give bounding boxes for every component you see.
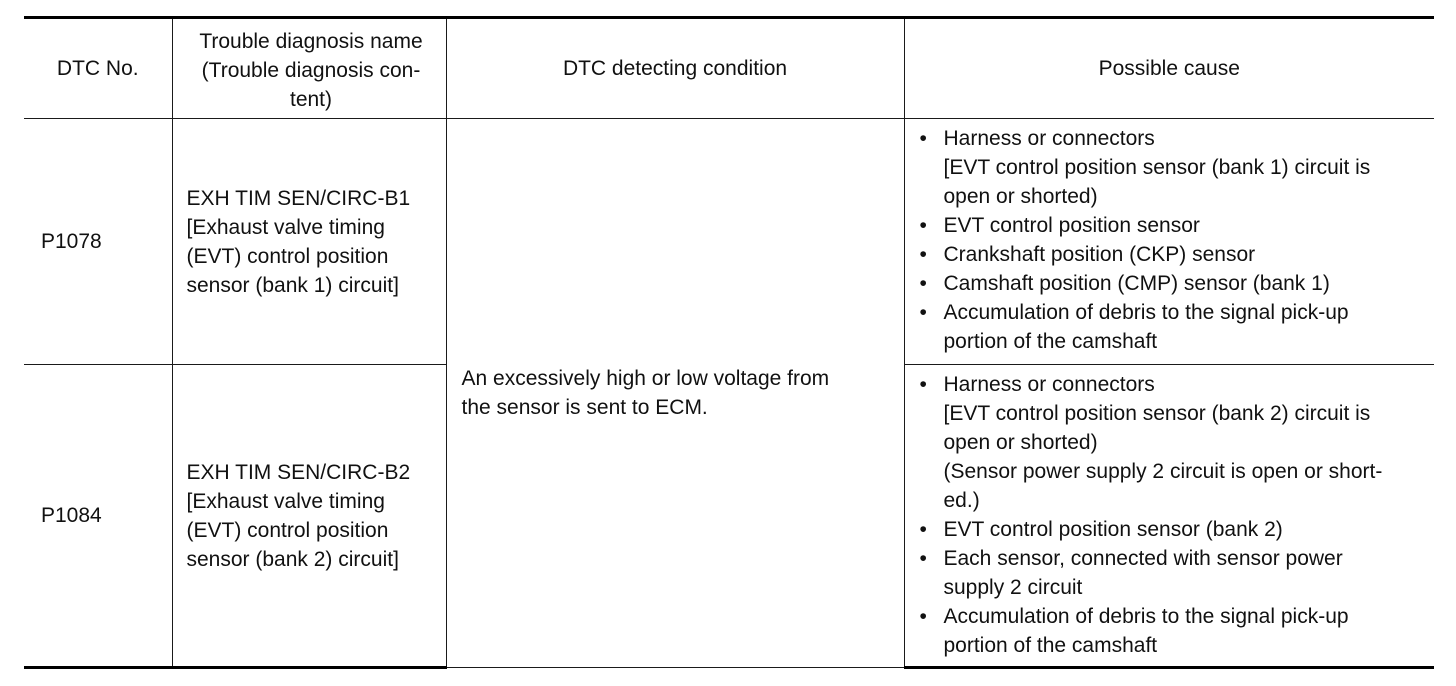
cause-line: Harness or connectors xyxy=(943,373,1155,396)
dtc-code: P1084 xyxy=(24,364,173,669)
cause-line: supply 2 circuit xyxy=(943,576,1083,599)
detecting-condition: An excessively high or low voltage from … xyxy=(445,118,905,668)
header-dtc-no: DTC No. xyxy=(24,16,173,119)
name-line: EXH TIM SEN/CIRC-B2 xyxy=(186,460,411,484)
trouble-diagnosis-name: EXH TIM SEN/CIRC-B2 [Exhaust valve timin… xyxy=(171,364,447,669)
cause-line: open or shorted) xyxy=(943,185,1098,208)
name-line: [Exhaust valve timing xyxy=(186,489,385,513)
possible-cause-list: Harness or connectors [EVT control posit… xyxy=(903,118,1434,365)
table-row-p1084: P1084 EXH TIM SEN/CIRC-B2 [Exhaust valve… xyxy=(24,364,1434,669)
cause-line: portion of the camshaft xyxy=(943,634,1158,657)
header-detecting-condition: DTC detecting condition xyxy=(445,16,905,119)
header-possible-cause: Possible cause xyxy=(903,16,1434,119)
cause-line: open or shorted) xyxy=(943,431,1098,454)
condition-line: the sensor is sent to ECM. xyxy=(461,396,708,419)
cause-item: EVT control position sensor (bank 2) xyxy=(919,515,1429,544)
cause-line: Each sensor, connected with sensor power xyxy=(943,547,1343,570)
cause-item: Accumulation of debris to the signal pic… xyxy=(919,298,1429,356)
header-trouble-diagnosis-name: Trouble diagnosis name (Trouble diagnosi… xyxy=(171,16,447,119)
cause-line: Camshaft position (CMP) sensor (bank 1) xyxy=(943,272,1330,295)
cause-line: [EVT control position sensor (bank 2) ci… xyxy=(943,402,1371,425)
cause-line: ed.) xyxy=(943,489,980,512)
dtc-code: P1078 xyxy=(24,118,173,365)
cause-line: portion of the camshaft xyxy=(943,330,1158,353)
cause-line: Accumulation of debris to the signal pic… xyxy=(943,605,1349,628)
name-line: sensor (bank 2) circuit] xyxy=(186,547,399,571)
header-name-line: tent) xyxy=(289,88,333,111)
name-line: sensor (bank 1) circuit] xyxy=(186,273,399,297)
name-line: (EVT) control position xyxy=(186,244,389,268)
cause-line: Accumulation of debris to the signal pic… xyxy=(943,301,1349,324)
cause-item: Harness or connectors [EVT control posit… xyxy=(919,124,1429,211)
header-name-line: Trouble diagnosis name xyxy=(199,30,423,53)
cause-item: Crankshaft position (CKP) sensor xyxy=(919,240,1429,269)
cause-line: Crankshaft position (CKP) sensor xyxy=(943,243,1256,266)
possible-cause-list: Harness or connectors [EVT control posit… xyxy=(903,364,1434,669)
dtc-table: DTC No. Trouble diagnosis name (Trouble … xyxy=(24,16,1434,669)
cause-item: Each sensor, connected with sensor power… xyxy=(919,544,1429,602)
cause-line: [EVT control position sensor (bank 1) ci… xyxy=(943,156,1371,179)
header-name-line: (Trouble diagnosis con- xyxy=(201,59,421,82)
cause-line: (Sensor power supply 2 circuit is open o… xyxy=(943,460,1383,483)
trouble-diagnosis-name: EXH TIM SEN/CIRC-B1 [Exhaust valve timin… xyxy=(171,118,447,365)
cause-item: Harness or connectors [EVT control posit… xyxy=(919,370,1429,515)
cause-line: EVT control position sensor xyxy=(943,214,1200,237)
name-line: [Exhaust valve timing xyxy=(186,215,385,239)
header-row: DTC No. Trouble diagnosis name (Trouble … xyxy=(24,16,1434,119)
table-row-p1078: P1078 EXH TIM SEN/CIRC-B1 [Exhaust valve… xyxy=(24,118,1434,668)
cause-item: Accumulation of debris to the signal pic… xyxy=(919,602,1429,660)
cause-line: EVT control position sensor (bank 2) xyxy=(943,518,1283,541)
condition-line: An excessively high or low voltage from xyxy=(461,367,830,390)
cause-line: Harness or connectors xyxy=(943,127,1155,150)
cause-item: Camshaft position (CMP) sensor (bank 1) xyxy=(919,269,1429,298)
cause-item: EVT control position sensor xyxy=(919,211,1429,240)
name-line: (EVT) control position xyxy=(186,518,389,542)
name-line: EXH TIM SEN/CIRC-B1 xyxy=(186,186,411,210)
